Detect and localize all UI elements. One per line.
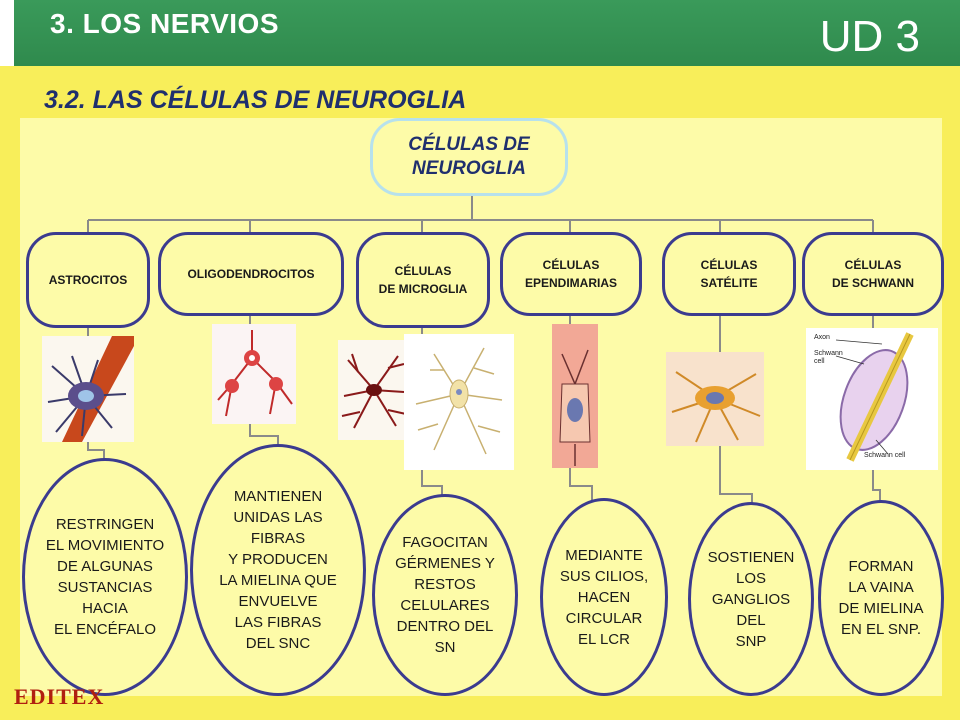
schwann-cell-bottom-label: Schwann cell xyxy=(864,452,906,459)
category-satelite: CÉLULAS SATÉLITE xyxy=(662,232,796,316)
description-satelite: SOSTIENEN LOS GANGLIOS DEL SNP xyxy=(688,502,814,696)
category-schwann: CÉLULAS DE SCHWANN xyxy=(802,232,944,316)
category-microglia: CÉLULAS DE MICROGLIA xyxy=(356,232,490,328)
microglia-image-1 xyxy=(338,340,410,440)
section-title: 3. LOS NERVIOS xyxy=(50,8,279,39)
astrocyte-image xyxy=(42,336,134,442)
description-oligodendrocitos: MANTIENEN UNIDAS LAS FIBRAS Y PRODUCEN L… xyxy=(190,444,366,696)
axon-label: Axon xyxy=(814,334,830,341)
unit-label: UD 3 xyxy=(819,12,920,61)
satellite-cell-image xyxy=(666,352,764,446)
ependymal-image xyxy=(552,324,598,468)
editex-logo: EDITEX xyxy=(14,684,105,709)
description-microglia: FAGOCITAN GÉRMENES Y RESTOS CELULARES DE… xyxy=(372,494,518,696)
oligodendrocyte-image xyxy=(212,324,296,424)
schwann-cell-label: Schwann cell xyxy=(814,350,843,365)
root-node-neuroglia: CÉLULAS DE NEUROGLIA xyxy=(370,118,568,196)
category-astrocitos: ASTROCITOS xyxy=(26,232,150,328)
header-bar: 3. LOS NERVIOS UD 3 xyxy=(14,0,960,66)
category-oligodendrocitos: OLIGODENDROCITOS xyxy=(158,232,344,316)
schwann-cell-image: Axon Schwann cell Schwann cell xyxy=(806,328,938,470)
slide-subtitle: 3.2. LAS CÉLULAS DE NEUROGLIA xyxy=(44,86,467,114)
microglia-image-2 xyxy=(404,334,514,470)
category-ependimarias: CÉLULAS EPENDIMARIAS xyxy=(500,232,642,316)
description-schwann: FORMAN LA VAINA DE MIELINA EN EL SNP. xyxy=(818,500,944,696)
description-ependimarias: MEDIANTE SUS CILIOS, HACEN CIRCULAR EL L… xyxy=(540,498,668,696)
description-astrocitos: RESTRINGEN EL MOVIMIENTO DE ALGUNAS SUST… xyxy=(22,458,188,696)
